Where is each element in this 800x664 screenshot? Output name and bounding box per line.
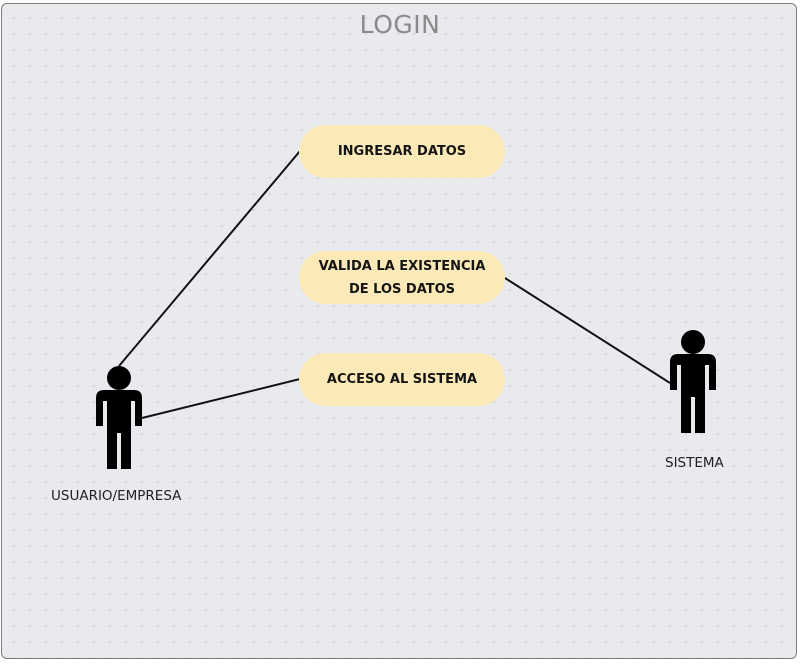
- diagram-frame: [1, 3, 797, 659]
- association-usuario-ingresar: [118, 150, 301, 367]
- actor-usuario-icon[interactable]: [95, 365, 145, 471]
- association-usuario-acceso: [141, 378, 301, 419]
- use-case-label: INGRESAR DATOS: [337, 144, 467, 159]
- actor-sistema-icon[interactable]: [669, 329, 719, 435]
- diagram-title: LOGIN: [359, 10, 441, 39]
- use-case-label: VALIDA LA EXISTENCIA DE LOS DATOS: [318, 258, 486, 297]
- use-case-ingresar-datos[interactable]: INGRESAR DATOS: [299, 125, 505, 178]
- actor-sistema-label: SISTEMA: [665, 455, 724, 471]
- actor-usuario-label: USUARIO/EMPRESA: [51, 488, 182, 504]
- use-case-label: ACCESO AL SISTEMA: [326, 372, 478, 387]
- use-case-valida-existencia[interactable]: VALIDA LA EXISTENCIA DE LOS DATOS: [299, 251, 505, 304]
- use-case-acceso-sistema[interactable]: ACCESO AL SISTEMA: [299, 353, 505, 406]
- association-sistema-valida: [504, 277, 671, 384]
